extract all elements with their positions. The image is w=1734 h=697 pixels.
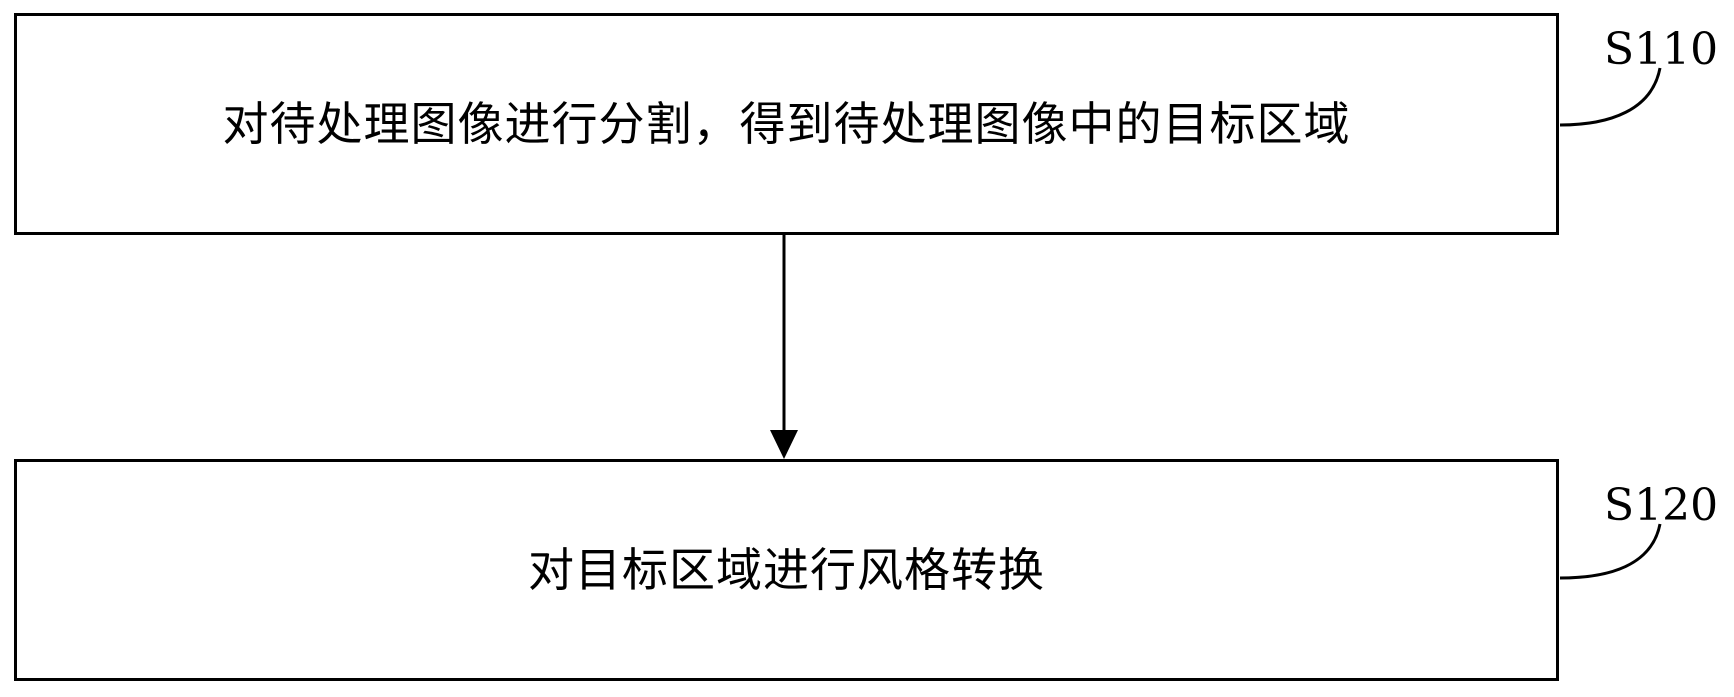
step-box-s110: 对待处理图像进行分割，得到待处理图像中的目标区域 (14, 13, 1559, 235)
step-text-s120: 对目标区域进行风格转换 (528, 543, 1045, 597)
step-label-s110: S110 (1604, 24, 1719, 75)
flow-arrow-head (770, 430, 798, 459)
step-text-s110: 对待处理图像进行分割，得到待处理图像中的目标区域 (222, 97, 1351, 151)
step-box-s120: 对目标区域进行风格转换 (14, 459, 1559, 681)
step-label-s120: S120 (1604, 480, 1719, 531)
leader-line-s120 (1559, 523, 1662, 580)
leader-line-s110 (1559, 67, 1662, 127)
